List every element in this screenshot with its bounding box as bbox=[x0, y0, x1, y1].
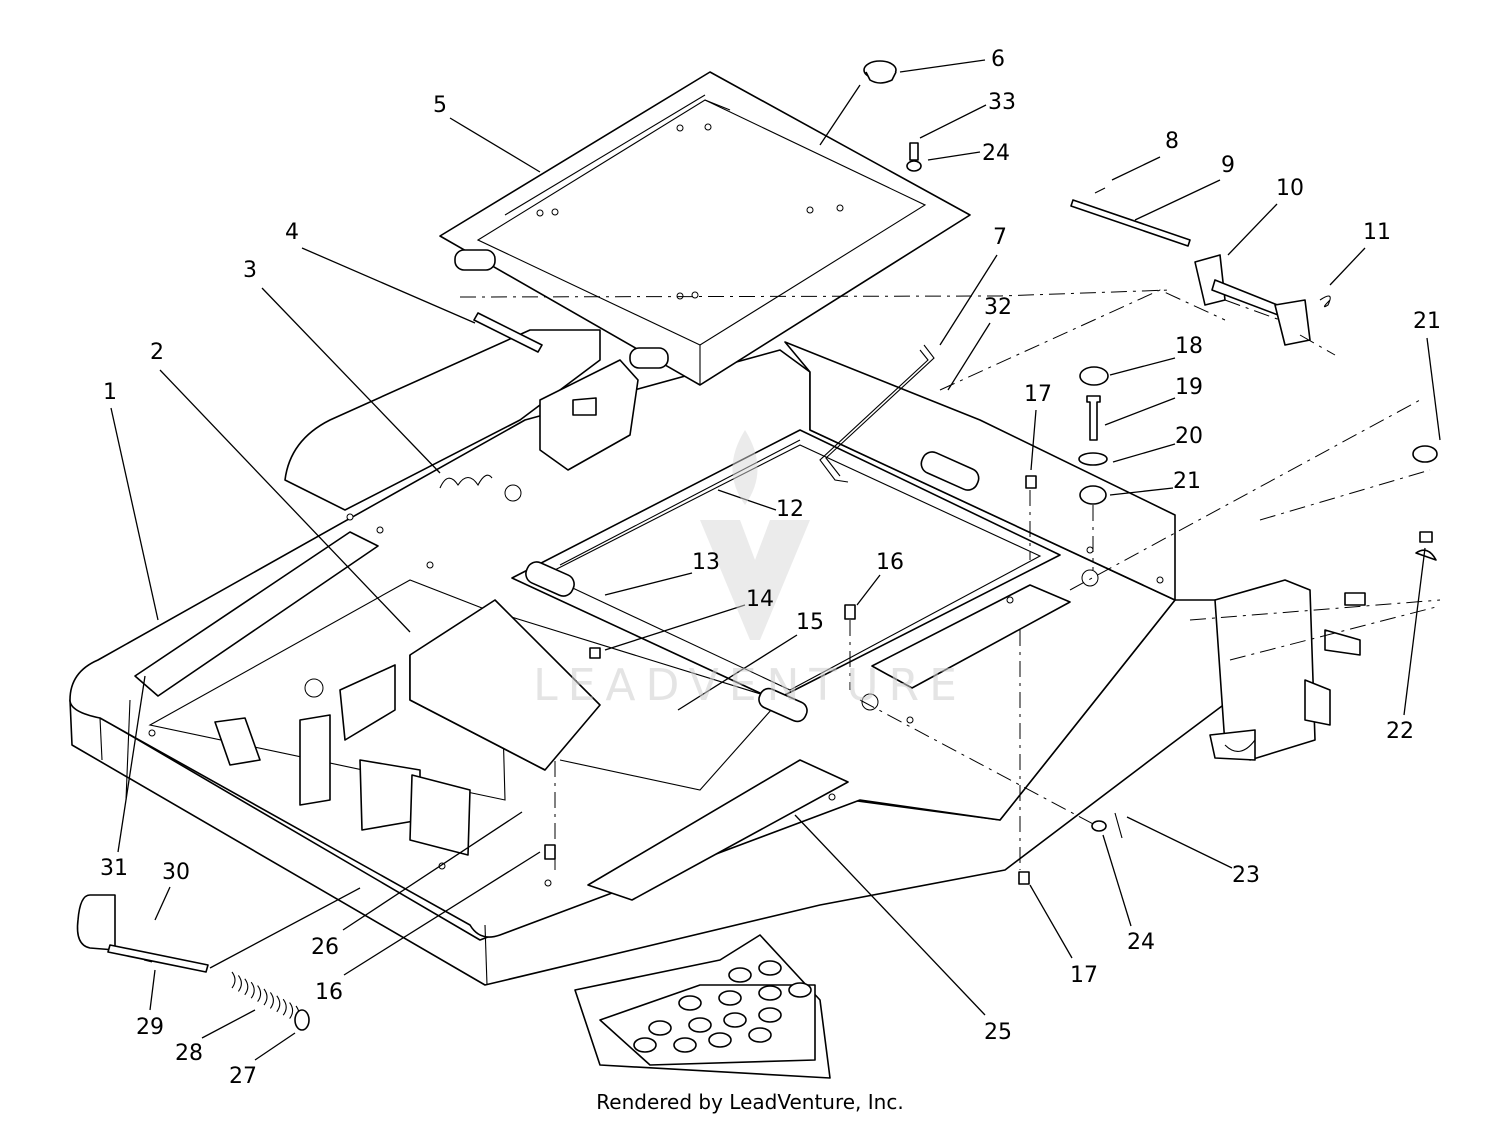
part-19-bolt bbox=[1086, 395, 1101, 441]
part-21-bushing bbox=[1079, 445, 1438, 505]
callout-9: 9 bbox=[1221, 153, 1235, 178]
callout-25: 25 bbox=[984, 1020, 1012, 1045]
callout-21: 21 bbox=[1413, 309, 1441, 334]
part-30-pin bbox=[76, 894, 209, 973]
callout-24: 24 bbox=[1127, 930, 1155, 955]
seat-hinge-bracket bbox=[539, 359, 639, 471]
watermark: LEADVENTURE bbox=[533, 430, 967, 711]
callout-2: 2 bbox=[150, 340, 164, 365]
part-23-pin bbox=[1114, 812, 1123, 839]
part-17-spacer bbox=[1018, 475, 1037, 885]
callout-8: 8 bbox=[1165, 129, 1179, 154]
callout-29: 29 bbox=[136, 1015, 164, 1040]
callout-27: 27 bbox=[229, 1064, 257, 1085]
callout-16: 16 bbox=[315, 980, 343, 1005]
callout-21: 21 bbox=[1173, 469, 1201, 494]
callout-31: 31 bbox=[100, 856, 128, 881]
part-28-spring bbox=[231, 971, 300, 1023]
callout-7: 7 bbox=[993, 225, 1007, 250]
callout-5: 5 bbox=[433, 93, 447, 118]
callout-17: 17 bbox=[1070, 963, 1098, 988]
main-frame bbox=[69, 329, 1231, 986]
callout-19: 19 bbox=[1175, 375, 1203, 400]
callout-22: 22 bbox=[1386, 719, 1414, 744]
footer-credit: Rendered by LeadVenture, Inc. bbox=[596, 1090, 904, 1114]
callout-28: 28 bbox=[175, 1041, 203, 1066]
callout-11: 11 bbox=[1363, 220, 1391, 245]
callout-3: 3 bbox=[243, 258, 257, 283]
part-6-plug bbox=[863, 60, 897, 84]
callout-20: 20 bbox=[1175, 424, 1203, 449]
part-29-cotter bbox=[143, 959, 153, 963]
part-11-clip bbox=[1319, 295, 1331, 308]
callout-33: 33 bbox=[988, 90, 1016, 115]
part-24-lower-washer bbox=[1091, 820, 1107, 832]
callout-14: 14 bbox=[746, 587, 774, 612]
part-22-nut bbox=[1415, 531, 1437, 561]
assembly-lines bbox=[459, 289, 1441, 870]
part-8-cotter-pin bbox=[1094, 187, 1106, 194]
part-12-rail bbox=[758, 451, 980, 723]
part-18-cap bbox=[1079, 366, 1109, 386]
callout-24: 24 bbox=[982, 141, 1010, 166]
callout-23: 23 bbox=[1232, 863, 1260, 888]
part-13-roller bbox=[525, 561, 575, 597]
part-3-spring-clip bbox=[439, 474, 493, 489]
part-2-control-housing bbox=[214, 599, 601, 856]
part-24-washer bbox=[906, 160, 922, 172]
callout-10: 10 bbox=[1276, 176, 1304, 201]
part-5-seat-pan bbox=[439, 71, 971, 386]
callout-16: 16 bbox=[876, 550, 904, 575]
part-27-washer bbox=[294, 1009, 310, 1031]
callout-32: 32 bbox=[984, 295, 1012, 320]
part-10-latch-bracket bbox=[1194, 254, 1311, 346]
part-9-latch-rod bbox=[1070, 199, 1191, 247]
callout-15: 15 bbox=[796, 610, 824, 635]
callout-18: 18 bbox=[1175, 334, 1203, 359]
callout-13: 13 bbox=[692, 550, 720, 575]
leader-lines bbox=[110, 59, 1441, 1061]
part-4-hinge-pin bbox=[473, 312, 543, 353]
callout-17: 17 bbox=[1024, 382, 1052, 407]
callout-30: 30 bbox=[162, 860, 190, 885]
callout-26: 26 bbox=[311, 935, 339, 960]
callout-12: 12 bbox=[776, 497, 804, 522]
callout-1: 1 bbox=[103, 380, 117, 405]
callout-6: 6 bbox=[991, 47, 1005, 72]
rear-bracket-plate bbox=[1209, 579, 1366, 761]
part-7-rod bbox=[819, 344, 935, 483]
foot-step bbox=[574, 934, 831, 1079]
part-16-spacer bbox=[544, 604, 856, 860]
part-14-screw bbox=[589, 647, 601, 659]
callout-4: 4 bbox=[285, 220, 299, 245]
part-20-washer bbox=[1078, 452, 1108, 466]
exploded-view-drawing: LEADVENTURE 1234563324789101132211819172… bbox=[69, 47, 1441, 1085]
watermark-text: LEADVENTURE bbox=[533, 660, 967, 711]
part-33-bolt bbox=[909, 142, 919, 161]
